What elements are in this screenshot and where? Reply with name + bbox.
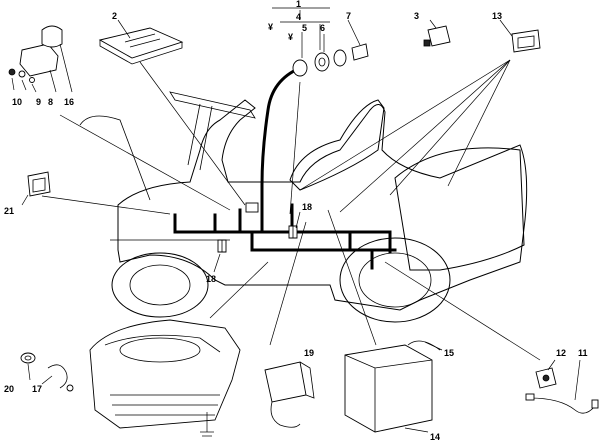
callout-17: 17 bbox=[32, 384, 42, 394]
star-marker-1: ¥ bbox=[268, 22, 273, 32]
panel-part-2 bbox=[98, 27, 184, 65]
engine bbox=[89, 319, 241, 437]
callout-6: 6 bbox=[320, 23, 325, 33]
wire-part-17 bbox=[47, 364, 74, 392]
callout-11: 11 bbox=[578, 348, 588, 358]
wiring-harness bbox=[173, 66, 397, 270]
callout-18-lower: 18 bbox=[206, 274, 216, 284]
callout-4: 4 bbox=[296, 12, 301, 22]
callout-8: 8 bbox=[48, 97, 53, 107]
sensor-part-12 bbox=[535, 367, 557, 389]
callout-14: 14 bbox=[430, 432, 440, 442]
callout-1: 1 bbox=[296, 0, 301, 9]
callout-7: 7 bbox=[346, 11, 351, 21]
star-marker-2: ¥ bbox=[288, 32, 293, 42]
clip-18-right bbox=[288, 225, 298, 239]
relay-part-21 bbox=[27, 171, 51, 197]
callout-10: 10 bbox=[12, 97, 22, 107]
callout-numbers: 1 2 3 4 5 6 7 8 9 10 11 12 13 14 15 16 1… bbox=[4, 0, 588, 442]
callout-12: 12 bbox=[556, 348, 566, 358]
callout-5: 5 bbox=[302, 23, 307, 33]
callout-15: 15 bbox=[444, 348, 454, 358]
callout-19: 19 bbox=[304, 348, 314, 358]
clip-18-left bbox=[217, 239, 227, 253]
callout-16: 16 bbox=[64, 97, 74, 107]
callout-9: 9 bbox=[36, 97, 41, 107]
ignition-switch-16 bbox=[8, 25, 63, 83]
callout-20: 20 bbox=[4, 384, 14, 394]
grommet-parts-5-6-7 bbox=[292, 43, 369, 77]
wire-part-11 bbox=[525, 393, 599, 414]
charger-part-19 bbox=[264, 361, 315, 428]
callout-21: 21 bbox=[4, 206, 14, 216]
switch-part-13 bbox=[511, 29, 541, 53]
callout-3: 3 bbox=[414, 11, 419, 21]
callout-18-upper: 18 bbox=[302, 202, 312, 212]
washer-part-20 bbox=[20, 352, 36, 364]
battery-part-14 bbox=[344, 340, 441, 433]
connector-part-3 bbox=[423, 25, 451, 47]
tractor-outline bbox=[79, 91, 528, 323]
callout-13: 13 bbox=[492, 11, 502, 21]
leader-lines bbox=[11, 7, 581, 433]
callout-2: 2 bbox=[112, 11, 117, 21]
